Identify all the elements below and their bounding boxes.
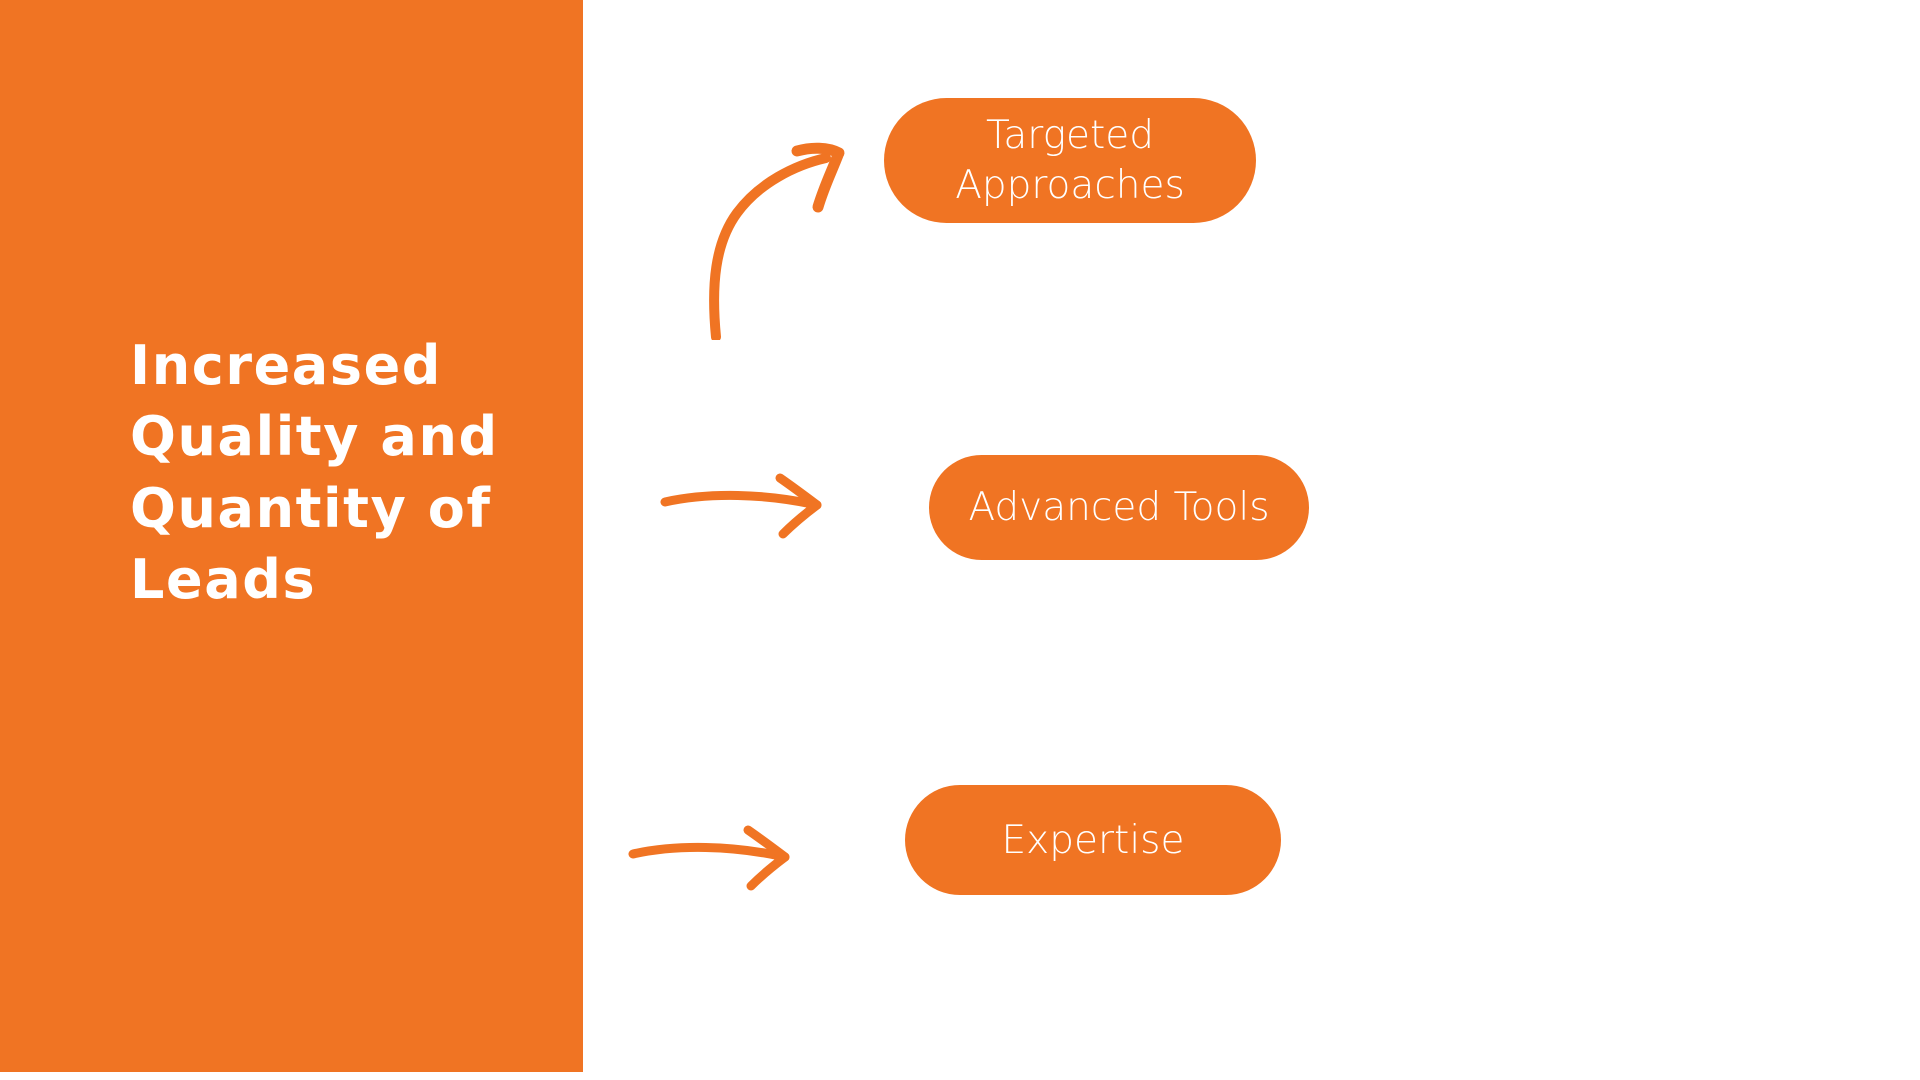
page-title-line: Increased bbox=[130, 334, 443, 397]
item-pill-label-line: Approaches bbox=[955, 162, 1185, 208]
item-pill-targeted-approaches[interactable]: Targeted Approaches bbox=[884, 98, 1256, 223]
page-title-line: Quantity of bbox=[130, 476, 492, 540]
item-pill-label: Advanced Tools bbox=[968, 485, 1270, 530]
item-pill-label: Expertise bbox=[1001, 817, 1185, 863]
item-pill-advanced-tools[interactable]: Advanced Tools bbox=[929, 455, 1309, 560]
left-accent-panel: Increased Quality and Quantity of Leads bbox=[0, 0, 583, 1072]
item-pill-expertise[interactable]: Expertise bbox=[905, 785, 1281, 895]
page-title: Increased Quality and Quantity of Leads bbox=[130, 330, 560, 615]
page-title-line: Quality and bbox=[130, 405, 499, 469]
item-pill-label-line: Targeted bbox=[985, 112, 1155, 158]
page-title-line: Leads bbox=[130, 547, 317, 611]
